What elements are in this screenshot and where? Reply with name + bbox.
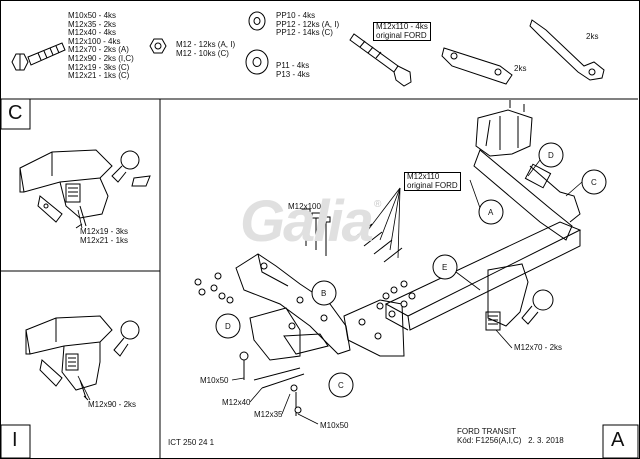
ford-bolts — [353, 223, 403, 263]
title-block: FORD TRANSIT Kód: F1256(A,I,C) 2. 3. 201… — [457, 427, 564, 445]
nut-icon — [149, 38, 167, 54]
title-line: Kód: F1256(A,I,C) 2. 3. 2018 — [457, 435, 564, 445]
part-label-b: B — [321, 289, 327, 298]
bolts-item: M12x19 - 3ks (C) — [68, 62, 130, 72]
bolts-list: M10x50 - 4ks M12x35 - 2ks M12x40 - 4ks M… — [68, 11, 134, 81]
ford-callout: M12x110 original FORD — [404, 172, 461, 192]
m12x100-bolts — [301, 208, 331, 256]
variant-c-letter-box — [0, 98, 31, 130]
bolts-item: M10x50 - 4ks — [68, 11, 117, 20]
variant-i-letter: I — [12, 429, 18, 451]
washers-p-list: P11 - 4ks P13 - 4ks — [276, 61, 310, 79]
bolts-item: M12x90 - 2ks (I,C) — [68, 53, 134, 63]
washer-item: PP10 - 4ks — [276, 11, 316, 20]
m12x70-label: M12x70 - 2ks — [514, 343, 563, 352]
m12x100-label: M12x100 — [288, 202, 321, 211]
variant-c-letter: C — [8, 102, 23, 124]
registered-mark: ® — [374, 199, 382, 210]
title-line: FORD TRANSIT — [457, 427, 516, 436]
leader-lines — [77, 159, 583, 425]
ford-bolt-icon — [349, 33, 412, 87]
bolts-item: M12x21 - 1ks (C) — [68, 71, 130, 81]
variant-i-label: M12x90 - 2ks — [88, 400, 137, 409]
part-label-d-upper: D — [548, 151, 554, 160]
washers-pp-list: PP10 - 4ks PP12 - 12ks (A, I) PP12 - 14k… — [276, 11, 340, 38]
loose-nuts — [194, 272, 416, 414]
variant-c-label: M12x19 - 3ks — [80, 227, 129, 236]
part-circles — [215, 142, 607, 398]
nuts-list: M12 - 12ks (A, I) M12 - 10ks (C) — [176, 40, 236, 58]
m12x40-label: M12x40 — [222, 398, 251, 407]
variant-c-sketch — [19, 149, 151, 229]
part-label-d-lower: D — [225, 322, 231, 331]
main-letter: A — [611, 429, 625, 451]
variant-c-labels: M12x19 - 3ks M12x21 - 1ks — [80, 227, 129, 245]
part-label-a: A — [488, 208, 494, 217]
doc-code: ICT 250 24 1 — [168, 438, 215, 447]
galia-watermark: Galia — [240, 189, 374, 254]
bolts-item: M12x100 - 4ks — [68, 36, 121, 46]
bolts-item: M12x70 - 2ks (A) — [68, 45, 129, 55]
plate-qty: 2ks — [514, 64, 527, 73]
spacer-plate-icon — [441, 47, 513, 85]
m10x50-bottom-label: M10x50 — [320, 421, 349, 430]
m10x50-top-label: M10x50 — [200, 376, 229, 385]
nuts-item: M12 - 12ks (A, I) — [176, 40, 236, 49]
part-label-c-upper: C — [591, 178, 597, 187]
main-letter-box — [602, 424, 639, 459]
part-label-e: E — [442, 263, 448, 272]
ford-bolt-label: M12x110 - 4ks original FORD — [373, 22, 431, 42]
washer-item: P13 - 4ks — [276, 69, 310, 79]
nuts-item: M12 - 10ks (C) — [176, 48, 229, 58]
washer-item: P11 - 4ks — [276, 61, 310, 70]
part-label-c-lower: C — [338, 381, 344, 390]
washer-pp-icon — [248, 11, 266, 31]
strap-qty: 2ks — [586, 32, 599, 41]
main-assembly-sketch — [235, 100, 582, 416]
strap-bracket-icon — [529, 19, 605, 81]
washer-item: PP12 - 14ks (C) — [276, 28, 333, 38]
bolt-hex-icon — [11, 42, 66, 71]
bolts-item: M12x40 - 4ks — [68, 28, 117, 38]
bolts-item: M12x35 - 2ks — [68, 19, 117, 29]
washer-p-icon — [245, 49, 269, 75]
m12x35-label: M12x35 — [254, 410, 283, 419]
variant-c-label: M12x21 - 1ks — [80, 235, 129, 245]
variant-i-letter-box — [0, 424, 31, 459]
variant-i-sketch — [25, 315, 140, 401]
washer-item: PP12 - 12ks (A, I) — [276, 19, 340, 29]
